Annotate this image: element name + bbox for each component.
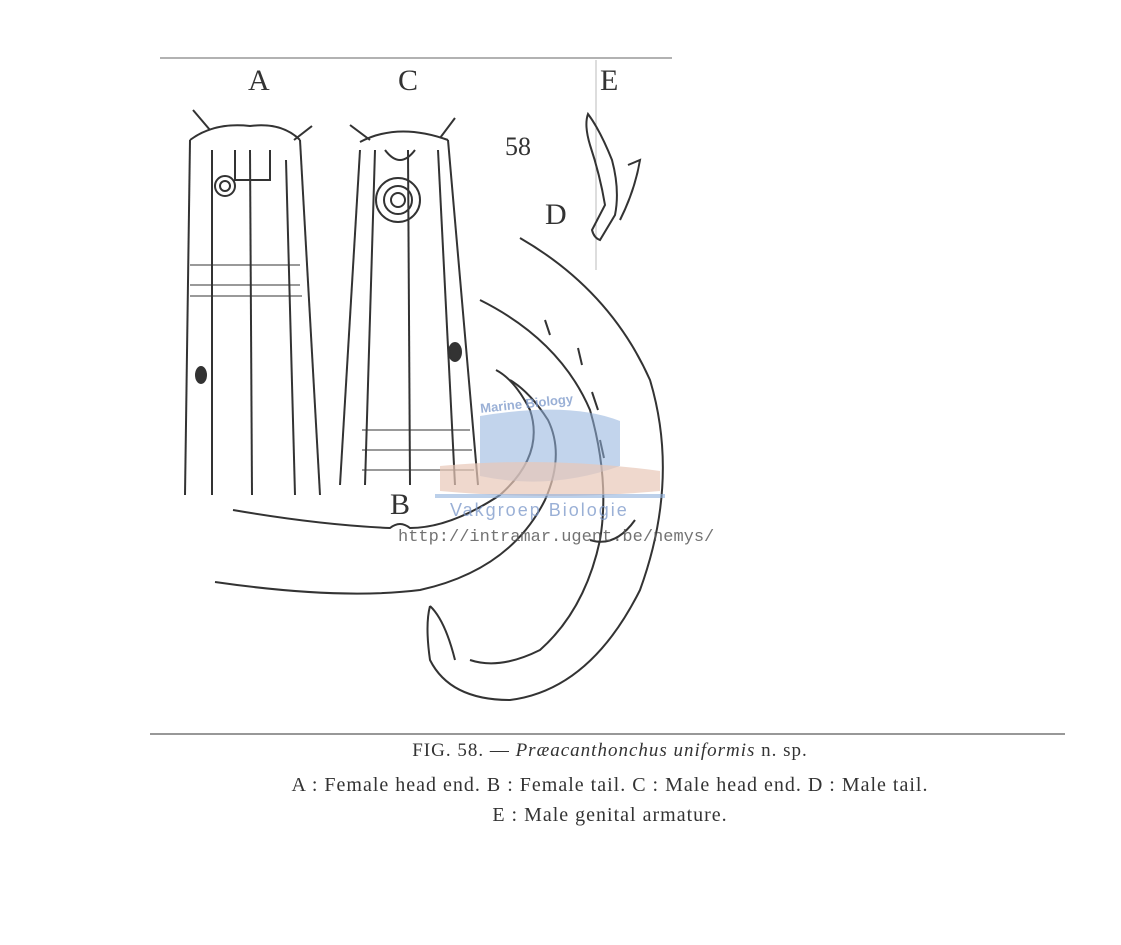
panel-d-drawing	[426, 237, 664, 702]
watermark-subtitle: Vakgroep Biologie	[450, 500, 629, 520]
caption-species: Præacanthonchus uniformis	[515, 740, 756, 761]
panel-e-drawing	[585, 111, 642, 242]
watermark-logo-icon	[435, 409, 665, 498]
panel-label-c: C	[398, 64, 419, 97]
caption-line-2: E : Male genital armature.	[492, 804, 728, 826]
panel-label-d: D	[545, 198, 567, 231]
panel-label-b: B	[390, 488, 411, 521]
panel-c-drawing	[339, 117, 479, 486]
caption-suffix: n. sp.	[761, 740, 808, 761]
figure-caption-title: FIG. 58. — Præacanthonchus uniformis n. …	[150, 740, 1070, 762]
watermark-url: http://intramar.ugent.be/nemys/	[398, 528, 715, 547]
figure-number: 58	[505, 132, 531, 161]
panel-label-a: A	[248, 64, 270, 97]
panel-a-drawing	[184, 109, 321, 496]
caption-prefix: FIG. 58. —	[412, 740, 510, 761]
watermark: Marine Biology Vakgroep Biologie http://…	[370, 391, 714, 556]
panel-label-e: E	[600, 64, 619, 97]
caption-line-1: A : Female head end. B : Female tail. C …	[291, 774, 929, 796]
